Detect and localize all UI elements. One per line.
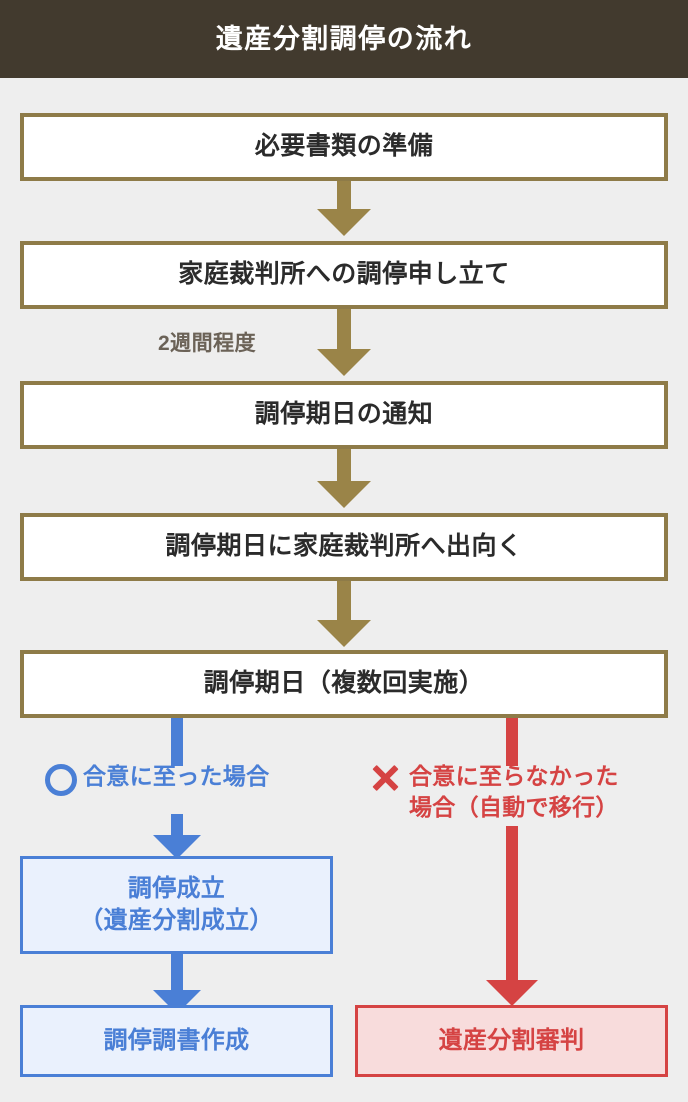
- circle-icon: [44, 763, 77, 796]
- branch-failure-condition-line1: 合意に至らなかった: [409, 763, 619, 789]
- outcome-adjudication-label: 遺産分割審判: [438, 1027, 585, 1055]
- flow-step-2[interactable]: 家庭裁判所への調停申し立て: [20, 241, 668, 309]
- branch-success-arrow-2-stem: [171, 954, 183, 990]
- flow-step-3[interactable]: 調停期日の通知: [20, 381, 668, 449]
- branch-failure-stem-upper: [506, 718, 518, 766]
- branch-failure-condition-label: 合意に至らなかった場合（自動で移行）: [409, 761, 619, 823]
- branch-failure-arrow-head: [486, 980, 538, 1006]
- flow-step-4-label: 調停期日に家庭裁判所へ出向く: [165, 532, 523, 561]
- branch-success-arrow-1-head: [153, 835, 201, 859]
- page-title: 遺産分割調停の流れ: [215, 23, 473, 54]
- branch-success-condition: 合意に至った場合: [44, 761, 334, 796]
- flow-step-1[interactable]: 必要書類の準備: [20, 113, 668, 181]
- flowchart-canvas: 必要書類の準備 家庭裁判所への調停申し立て 2週間程度 調停期日の通知 調停期日…: [0, 78, 688, 1102]
- flow-arrow-1-head: [317, 209, 371, 236]
- branch-success-stem-upper: [171, 718, 183, 766]
- branch-failure-condition-line2: 場合（自動で移行）: [409, 794, 619, 821]
- page-header: 遺産分割調停の流れ: [0, 0, 688, 78]
- branch-failure-condition: 合意に至らなかった場合（自動で移行）: [370, 761, 670, 823]
- flow-step-4[interactable]: 調停期日に家庭裁判所へ出向く: [20, 513, 668, 581]
- flow-arrow-3: [317, 449, 371, 508]
- flow-arrow-3-stem: [337, 449, 351, 481]
- flow-arrow-4: [317, 581, 371, 647]
- cross-icon: [370, 763, 400, 793]
- flow-step-3-label: 調停期日の通知: [254, 400, 434, 429]
- flow-arrow-1-stem: [337, 181, 351, 209]
- flow-arrow-1: [317, 181, 371, 236]
- flow-step-5[interactable]: 調停期日（複数回実施）: [20, 650, 668, 718]
- flow-arrow-2-head: [317, 349, 371, 376]
- flow-arrow-4-stem: [337, 581, 351, 620]
- flow-step-2-label: 家庭裁判所への調停申し立て: [178, 260, 510, 289]
- flow-step-1-label: 必要書類の準備: [254, 132, 434, 161]
- outcome-mediation-established[interactable]: 調停成立 （遺産分割成立）: [20, 856, 333, 954]
- branch-success-arrow-1-stem: [171, 814, 183, 835]
- outcome-mediation-established-line1: 調停成立: [127, 875, 226, 903]
- outcome-mediation-record-label: 調停調書作成: [103, 1027, 250, 1055]
- flow-arrow-2-stem: [337, 309, 351, 349]
- branch-success-condition-label: 合意に至った場合: [83, 763, 270, 789]
- flow-step-5-label: 調停期日（複数回実施）: [203, 669, 485, 698]
- outcome-mediation-established-label: 調停成立 （遺産分割成立）: [79, 873, 273, 936]
- outcome-adjudication[interactable]: 遺産分割審判: [355, 1005, 668, 1077]
- outcome-mediation-record[interactable]: 調停調書作成: [20, 1005, 333, 1077]
- duration-note-2-weeks: 2週間程度: [158, 332, 257, 355]
- branch-success-arrow-1: [153, 814, 201, 859]
- flow-arrow-2: [317, 309, 371, 376]
- outcome-mediation-established-line2: （遺産分割成立）: [79, 907, 274, 934]
- branch-failure-arrow: [486, 826, 538, 1006]
- branch-failure-arrow-stem: [506, 826, 518, 980]
- flow-arrow-4-head: [317, 620, 371, 647]
- flow-arrow-3-head: [317, 481, 371, 508]
